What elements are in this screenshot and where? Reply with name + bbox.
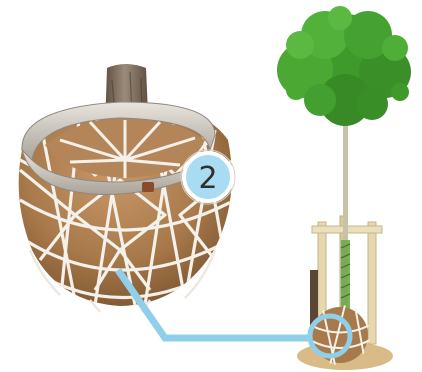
tree-canopy xyxy=(277,6,411,126)
callout-number: 2 xyxy=(198,161,217,196)
callout-badge: 2 xyxy=(181,150,235,204)
staked-tree xyxy=(277,6,411,370)
ring-tie xyxy=(142,182,154,192)
